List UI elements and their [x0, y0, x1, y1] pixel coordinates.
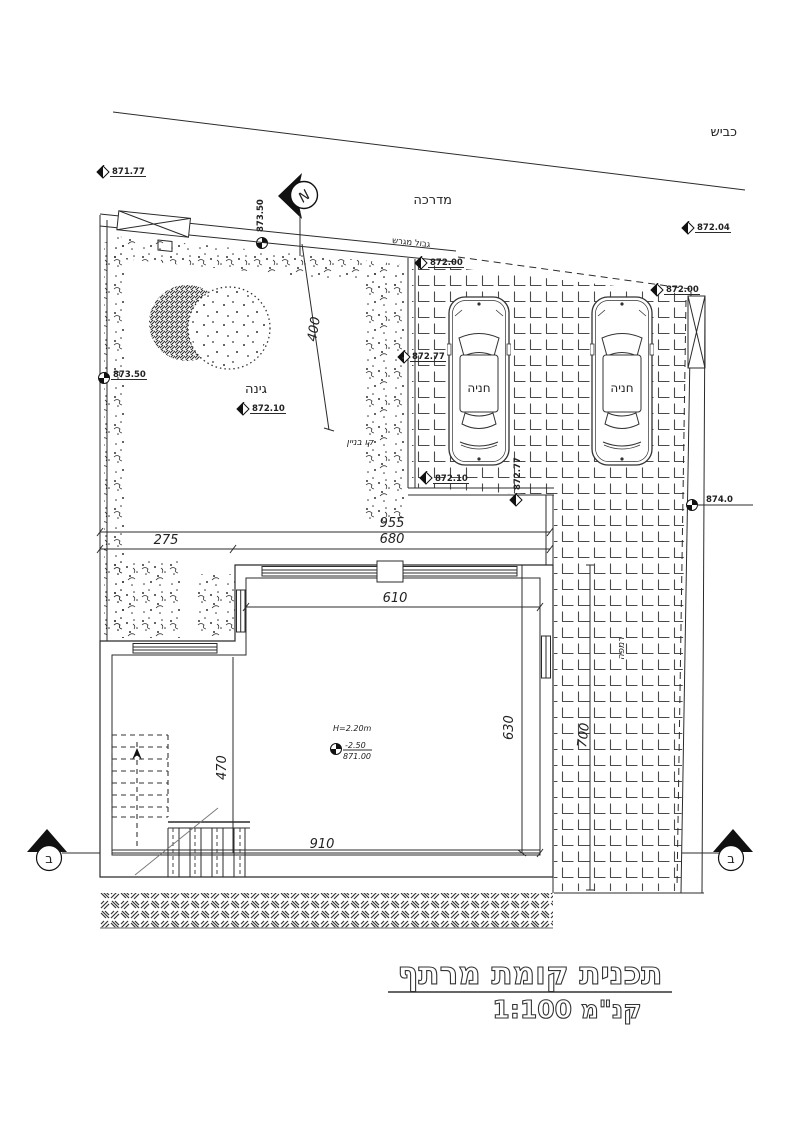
site-context: כביש מדרכה 871.77 872.04 N 873.50 ג	[96, 111, 746, 290]
east-boundary-line	[680, 291, 692, 894]
earth-hatch-strip	[100, 893, 553, 928]
window-west-upper	[236, 589, 246, 633]
window-garden-wall	[132, 643, 218, 654]
elevation-road-right: 872.04	[697, 223, 730, 233]
section-letter: ב	[727, 852, 735, 867]
elevation-garden-west: 873.50	[113, 370, 146, 380]
elevation-garden-spot: 872.10	[252, 404, 285, 414]
dim-stair-bay-depth: 470	[215, 657, 234, 853]
plot-boundary-label: גבול מגרש	[392, 236, 432, 250]
elevation-parking-sw: 872.10	[435, 474, 468, 484]
section-marker-left: ב	[27, 829, 100, 872]
dim-room-bottom-width: 910	[112, 837, 544, 858]
elevation-parking-south: 872.77	[513, 457, 523, 490]
east-boundary-dashed	[676, 299, 687, 889]
elevation-parking-west: 872.77	[412, 352, 445, 362]
vegetation-southwest	[110, 558, 182, 638]
dim-room-width: 610	[242, 591, 544, 612]
svg-text:680: 680	[380, 532, 405, 547]
road-edge-line	[112, 111, 746, 191]
window-center-pier	[376, 560, 404, 583]
stair-direction-arrow	[132, 748, 142, 760]
svg-text:700: 700	[575, 722, 593, 748]
floor-relative-level: -2.50	[345, 741, 366, 750]
building: 610 630 470 910 H=2.20m -2.50 871.00	[99, 560, 554, 878]
road-label: כביש	[710, 125, 737, 140]
benchmark-icon	[236, 402, 250, 416]
stair-lower-flight	[134, 807, 250, 877]
floor-absolute-level: 871.00	[343, 752, 371, 761]
vegetation-east	[362, 272, 406, 522]
east-boundary-post	[687, 295, 706, 894]
window-east	[541, 635, 551, 679]
svg-text:955: 955	[380, 516, 405, 531]
benchmark-icon	[686, 499, 698, 511]
elevation-wall-top: 873.50	[256, 199, 266, 232]
elevation-parking-nw: 872.00	[430, 258, 463, 268]
dim-split-widths: 275 680	[96, 532, 554, 554]
plot-boundary-dashed-line	[457, 256, 691, 290]
sidewalk-label: מדרכה	[413, 193, 452, 208]
window-north-1	[261, 566, 378, 577]
section-triangle-icon	[27, 829, 67, 852]
north-arrow-icon: N	[278, 173, 319, 256]
building-line-label: קו בניין	[347, 438, 375, 448]
dim-building-setback: 400	[301, 243, 335, 432]
stairs	[111, 734, 250, 877]
svg-text:610: 610	[383, 591, 408, 606]
garden-label: גינה	[245, 382, 267, 397]
dim-ramp-length: 700	[575, 564, 594, 891]
section-triangle-icon	[713, 829, 753, 852]
svg-text:275: 275	[154, 533, 179, 548]
elevation-ramp-east: 874.0	[706, 495, 733, 505]
section-marker-right: ב	[682, 829, 753, 872]
vegetation-north	[112, 236, 400, 286]
svg-text:470: 470	[215, 755, 230, 780]
garden-area: גינה 872.10 873.50 400 קו בניין	[98, 215, 406, 641]
drawing-title: תכנית קומת מרתף	[398, 956, 663, 992]
window-north-2	[402, 566, 518, 577]
elevation-parking-ne: 872.00	[666, 285, 699, 295]
section-letter: ב	[45, 852, 53, 867]
vegetation-west	[104, 242, 126, 638]
room-height-label: H=2.20m	[333, 724, 372, 733]
benchmark-icon	[330, 743, 342, 755]
parking-stall-2-label: חניה	[610, 381, 633, 395]
title-block: תכנית קומת מרתף קנ"מ 1:100	[388, 955, 672, 1025]
elevation-road-left: 871.77	[112, 167, 145, 177]
svg-text:630: 630	[502, 715, 517, 740]
parking-stall-1-label: חניה	[467, 381, 490, 395]
building-inner-wall	[111, 577, 541, 856]
dimension-lines: 955 275 680	[96, 516, 554, 554]
paved-area: חניה חניה 872.00 872.00 872.77 872.10 87…	[397, 256, 753, 894]
stair-break-line	[134, 807, 219, 876]
stair-upper-flight-dashed	[111, 734, 169, 850]
dim-plot-top-width: 955	[96, 516, 554, 537]
svg-text:400: 400	[305, 316, 324, 343]
benchmark-icon	[98, 372, 110, 384]
benchmark-icon	[96, 165, 110, 179]
drawing-scale: קנ"מ 1:100	[492, 995, 641, 1024]
svg-text:910: 910	[310, 837, 335, 852]
vegetation-south	[196, 574, 238, 636]
benchmark-icon	[681, 221, 695, 235]
ramp-label: רמפה	[617, 637, 627, 660]
